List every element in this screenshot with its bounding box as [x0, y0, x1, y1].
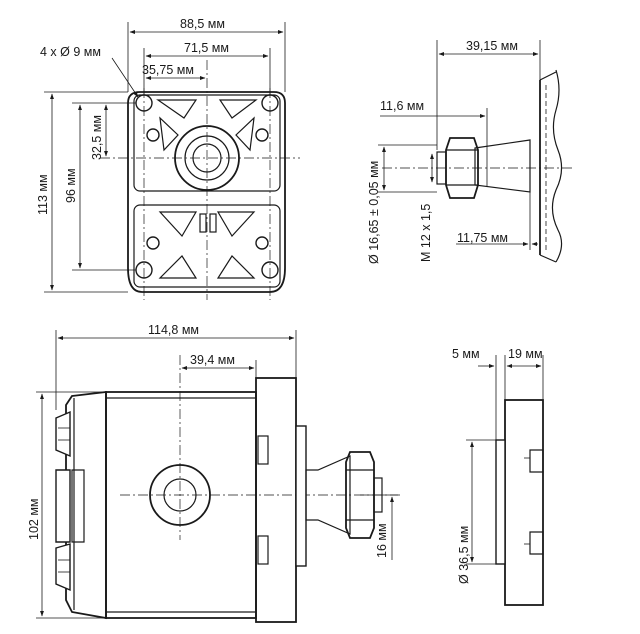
rear-bolt-bottom — [55, 543, 71, 592]
inner-hole-4 — [255, 236, 269, 250]
body-height-label: 102 мм — [27, 498, 41, 540]
half-span-label: 35,75 мм — [142, 63, 194, 77]
side-view: 114,8 мм 39,4 мм 102 мм 16 мм — [27, 323, 400, 623]
port-height-label: 16 мм — [375, 523, 389, 558]
recess-top-4 — [235, 116, 255, 152]
recess-bottom-3 — [158, 255, 198, 279]
side-shaft-nut — [345, 451, 375, 539]
rear-bolt-top — [55, 410, 71, 458]
rear-bolt-mid — [55, 469, 71, 543]
end-spigot — [495, 439, 506, 565]
detail-flange-break — [551, 69, 563, 263]
bolt-holes-label: 4 x Ø 9 мм — [40, 45, 101, 59]
gear-body — [105, 391, 257, 619]
recess-bottom-4 — [216, 255, 256, 279]
tapered-shaft — [474, 139, 531, 193]
front-flange-block — [255, 377, 297, 623]
bolt-vertical-label: 96 мм — [64, 168, 78, 203]
slot-bottom-left — [199, 213, 207, 233]
port-offset-label: 39,4 мм — [190, 353, 235, 367]
recess-bottom-2 — [216, 211, 256, 238]
side-shaft — [305, 455, 351, 535]
shaft-diameter-label: Ø 16,65 ± 0,05 мм — [367, 161, 381, 264]
inner-hole-1 — [146, 128, 160, 142]
spigot-depth-label: 5 мм — [452, 347, 480, 361]
height-total-label: 113 мм — [36, 174, 50, 215]
flange-outline — [127, 91, 286, 293]
width-total-label: 88,5 мм — [180, 17, 225, 31]
end-view: 5 мм 19 мм Ø 36,5 мм — [452, 347, 544, 606]
recess-top-1 — [156, 99, 198, 119]
shaft-detail-view: 39,15 мм 11,6 мм Ø 16,65 ± 0,05 мм M 12 … — [367, 39, 575, 264]
flange-tab-bottom — [257, 535, 269, 565]
inner-hole-2 — [255, 128, 269, 142]
body-length-label: 114,8 мм — [148, 323, 199, 337]
end-tab-top — [529, 449, 544, 473]
recess-top-3 — [159, 116, 179, 152]
thread-label: M 12 x 1,5 — [419, 204, 433, 262]
slot-bottom-right — [209, 213, 217, 233]
flange-thickness-label: 19 мм — [508, 347, 543, 361]
taper-length-label: 11,75 мм — [457, 231, 508, 245]
key-length-label: 11,6 мм — [380, 99, 424, 113]
end-flange — [504, 399, 544, 606]
shaft-extension-label: 39,15 мм — [466, 39, 518, 53]
front-view: 88,5 мм 71,5 мм 35,75 мм 4 x Ø 9 мм 113 … — [36, 17, 300, 300]
recess-top-2 — [218, 99, 258, 119]
pilot-diameter-label: Ø 36,5 мм — [457, 526, 471, 584]
flange-tab-top — [257, 435, 269, 465]
end-tab-bottom — [529, 531, 544, 555]
recess-bottom-1 — [158, 211, 198, 238]
half-vertical-label: 32,5 мм — [90, 115, 104, 160]
bolt-span-label: 71,5 мм — [184, 41, 229, 55]
inner-hole-3 — [146, 236, 160, 250]
pilot-spigot — [295, 425, 307, 567]
